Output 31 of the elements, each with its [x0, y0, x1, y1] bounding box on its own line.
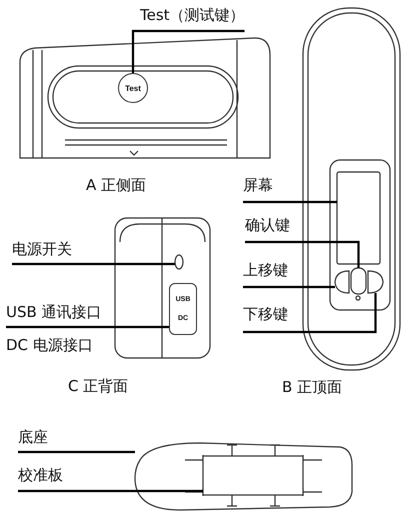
leader-line — [12, 262, 175, 266]
display-screen — [336, 171, 381, 265]
view-caption: A 正侧面 — [86, 176, 146, 194]
test-button: Test — [118, 73, 148, 103]
part-label: 屏幕 — [243, 176, 273, 202]
leader-line — [18, 450, 135, 454]
part-label: 下移键 — [243, 305, 288, 332]
leader-line — [243, 286, 335, 288]
part-label: 校准板 — [18, 466, 63, 491]
base-tray — [134, 442, 353, 511]
leader-line — [243, 200, 337, 204]
part-label: 电源开关 — [12, 240, 72, 264]
leader-line — [6, 326, 169, 328]
view-caption: B 正顶面 — [282, 378, 342, 396]
leader-line — [132, 30, 245, 73]
leader-line — [18, 490, 203, 492]
calibration-plate — [202, 455, 304, 496]
part-label: Test（测试键） — [140, 6, 245, 31]
part-label: 上移键 — [243, 261, 288, 287]
arrow-button — [334, 270, 350, 294]
port-panel — [169, 283, 197, 335]
part-label: DC 电源接口 — [6, 327, 93, 354]
power-switch — [174, 254, 184, 270]
part-label: USB 通讯接口 — [6, 303, 102, 327]
leader-line — [245, 240, 360, 268]
arrow-button — [367, 270, 384, 294]
leader-line — [243, 293, 377, 334]
view-caption: C 正背面 — [68, 377, 128, 395]
round-button — [350, 267, 367, 295]
part-label: 底座 — [18, 428, 48, 452]
part-label: 确认键 — [245, 216, 290, 242]
